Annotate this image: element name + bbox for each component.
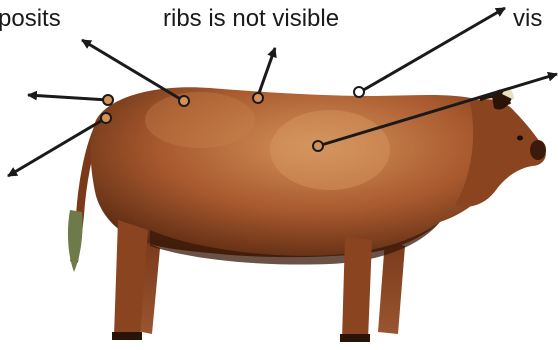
cow-icon: [68, 87, 546, 342]
anchor-point: [179, 96, 189, 106]
anchor-point: [101, 113, 111, 123]
anchor-point: [253, 93, 263, 103]
anchor-point: [103, 95, 113, 105]
arrow-top: [258, 48, 275, 96]
arrow-topleft: [82, 40, 182, 100]
label-top-center: ribs is not visible: [163, 7, 339, 31]
label-top-left: posits: [0, 7, 61, 31]
anchor-point: [354, 87, 364, 97]
arrow-topright: [360, 8, 505, 92]
label-top-right: vis: [513, 7, 542, 31]
anchor-point: [313, 141, 323, 151]
arrow-left: [28, 95, 108, 100]
